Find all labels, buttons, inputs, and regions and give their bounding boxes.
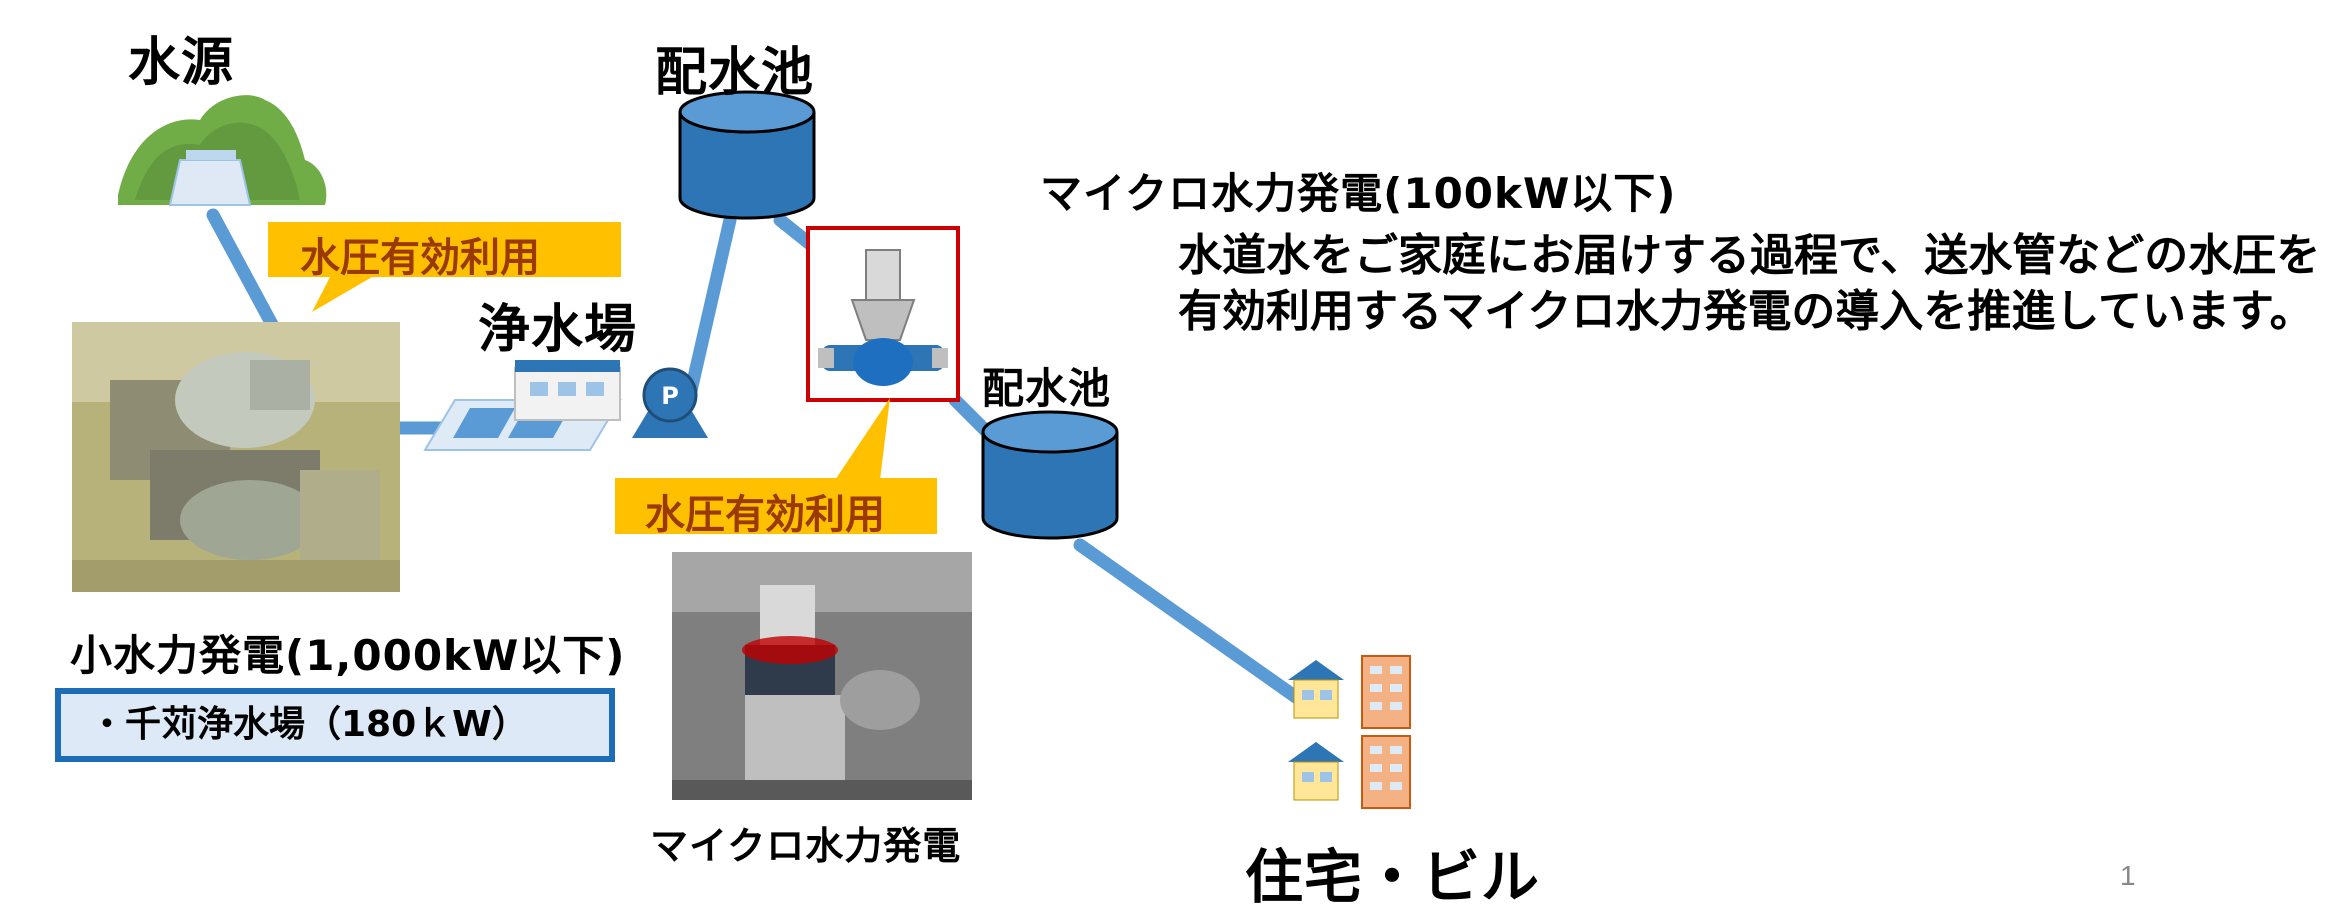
reservoir-top-label: 配水池 xyxy=(655,43,815,103)
reservoir-top-tank xyxy=(678,90,816,220)
facility-box: ・千苅浄水場（180ｋW） xyxy=(55,688,615,762)
pump-icon xyxy=(632,367,708,438)
mountain-dam-icon xyxy=(118,95,327,206)
description-text: 水道水をご家庭にお届けする過程で、送水管などの水圧を有効利用するマイクロ水力発電… xyxy=(1178,230,2321,337)
page-number: 1 xyxy=(2120,860,2136,891)
pipe-pump-to-reservoir xyxy=(683,213,737,402)
reservoir-mid-label: 配水池 xyxy=(982,364,1112,413)
micro-hydro-photo-caption: マイクロ水力発電 xyxy=(650,824,962,868)
homes-buildings-icon xyxy=(1288,655,1411,809)
pump-letter: P xyxy=(661,382,679,410)
treatment-plant-label: 浄水場 xyxy=(478,300,638,360)
pipe-source-to-plant xyxy=(206,208,282,337)
residential-label: 住宅・ビル xyxy=(1245,843,1541,911)
pipe-reservoir-to-homes xyxy=(1073,538,1307,707)
micro-hydro-title: マイクロ水力発電(100kW以下) xyxy=(1040,169,1677,218)
small-hydro-label: 小水力発電(1,000kW以下) xyxy=(70,631,626,680)
reservoir-mid-tank xyxy=(981,410,1119,540)
callout-left-shape xyxy=(268,222,621,312)
callout-center-text: 水圧有効利用 xyxy=(645,492,885,538)
pipe-network xyxy=(206,208,1307,707)
micro-turbine-highlight xyxy=(806,226,960,402)
small-hydro-photo xyxy=(72,322,400,592)
micro-hydro-photo xyxy=(672,552,972,800)
water-source-label: 水源 xyxy=(128,33,235,93)
callout-left-text: 水圧有効利用 xyxy=(300,235,540,281)
treatment-plant-icon xyxy=(423,360,622,451)
callout-center-shape xyxy=(615,398,937,534)
